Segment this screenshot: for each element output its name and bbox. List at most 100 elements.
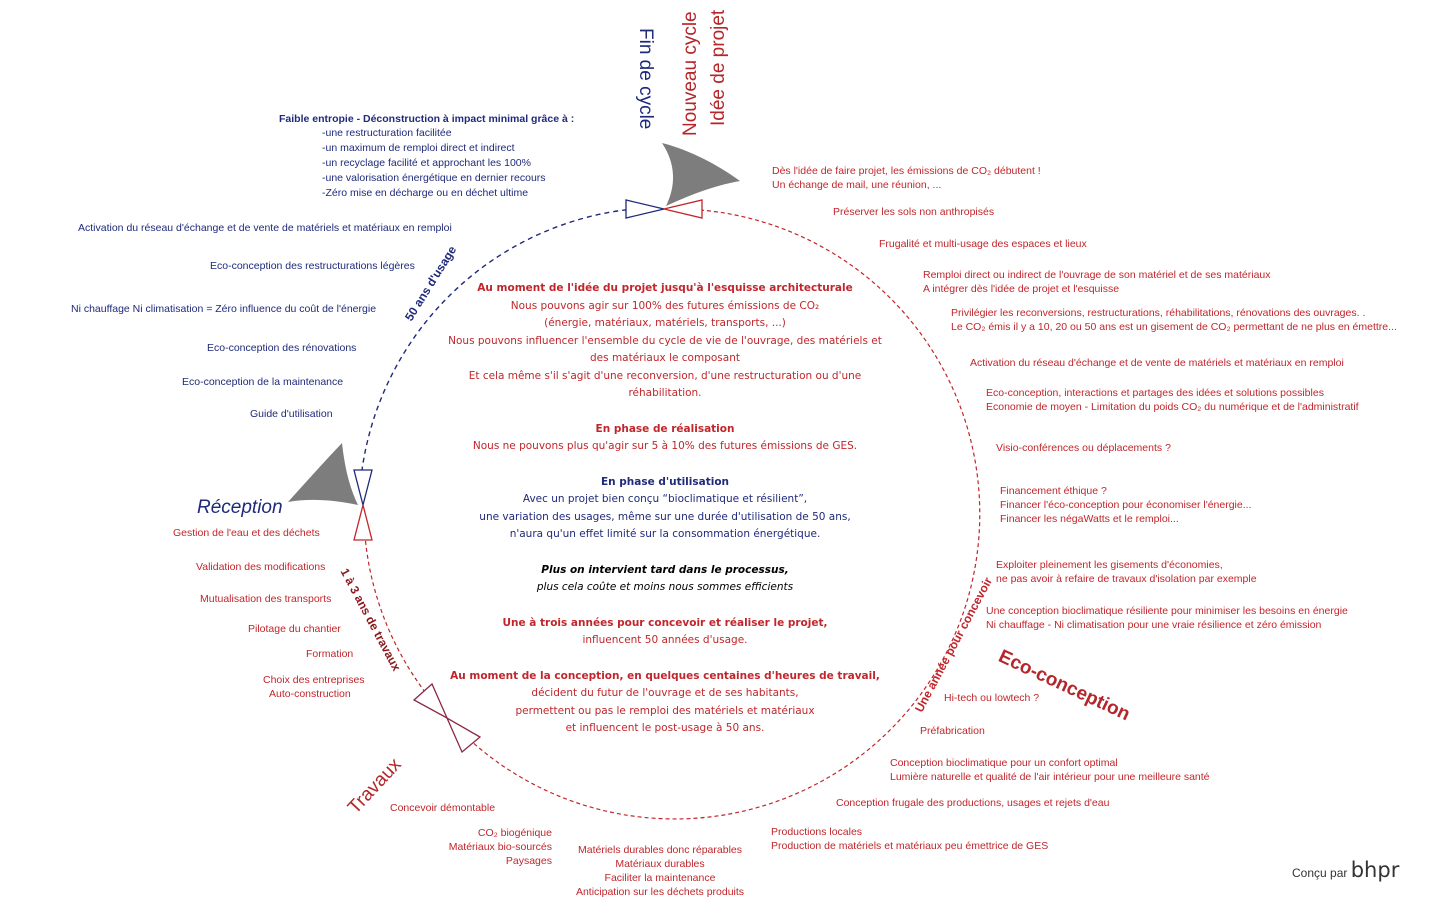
center-line: permettent ou pas le remploi des matérie…	[515, 704, 815, 717]
fin-cycle-item: -Zéro mise en décharge ou en déchet ulti…	[322, 187, 529, 199]
right-item-line: Ni chauffage - Ni climatisation pour une…	[986, 619, 1322, 631]
usage-item: Guide d'utilisation	[250, 408, 333, 420]
right-item-line: Exploiter pleinement les gisements d'éco…	[996, 559, 1223, 571]
bottom-item-line: Paysages	[505, 855, 552, 867]
right-item: Hi-tech ou lowtech ?	[944, 692, 1040, 704]
center-line: influencent 50 années d'usage.	[582, 634, 748, 646]
right-item-line: Privilégier les reconversions, restructu…	[951, 307, 1366, 319]
right-item-line: A intégrer dès l'idée de projet et l'esq…	[923, 283, 1120, 295]
right-item: Conception bioclimatique pour un confort…	[890, 756, 1210, 784]
bottom-item-line: Anticipation sur les déchets produits	[575, 886, 745, 898]
right-item-line: ne pas avoir à refaire de travaux d'isol…	[996, 573, 1257, 585]
right-item: Activation du réseau d'échange et de ven…	[970, 357, 1344, 369]
fin-cycle-heading: Faible entropie - Déconstruction à impac…	[279, 113, 575, 125]
center-line: (énergie, matériaux, matériels, transpor…	[544, 317, 786, 329]
right-item-line: Financement éthique ?	[1000, 485, 1107, 497]
right-item: Visio-conférences ou déplacements ?	[996, 442, 1171, 454]
center-heading-6: Au moment de la conception, en quelques …	[450, 669, 880, 682]
travaux-item: Gestion de l'eau et des déchets	[173, 527, 320, 539]
reception-marker-blue	[353, 469, 373, 506]
bottom-item-line: Matériaux bio-sourcés	[448, 841, 552, 853]
right-item-line: Eco-conception, interactions et partages…	[986, 387, 1324, 399]
idee-de-projet-title: Idée de projet	[708, 9, 729, 126]
right-item: Préfabrication	[920, 725, 985, 737]
top-marker-blue	[625, 199, 665, 219]
center-heading-2: En phase de réalisation	[595, 422, 735, 435]
fin-cycle-item: -une restructuration facilitée	[322, 127, 452, 139]
center-line: Nous pouvons influencer l'ensemble du cy…	[448, 334, 882, 347]
center-line: et influencent le post-usage à 50 ans.	[565, 722, 765, 734]
usage-item: Eco-conception des rénovations	[207, 342, 357, 354]
center-line: n'aura qu'un effet limité sur la consomm…	[509, 528, 821, 540]
bottom-item-line: Matériaux durables	[615, 858, 705, 870]
right-item-line: Economie de moyen - Limitation du poids …	[986, 401, 1359, 413]
right-item-line: Productions locales	[771, 826, 863, 838]
right-item-line: Lumière naturelle et qualité de l'air in…	[890, 771, 1210, 783]
bottom-item: CO₂ biogénique Matériaux bio-sourcés Pay…	[444, 826, 552, 868]
top-marker-red	[663, 199, 703, 219]
travaux-item: Formation	[306, 648, 354, 660]
right-item: Productions locales Production de matéri…	[771, 825, 1048, 853]
right-item: Eco-conception, interactions et partages…	[986, 386, 1359, 414]
center-line: Nous ne pouvons plus qu'agir sur 5 à 10%…	[472, 440, 858, 452]
right-item: Dès l'idée de faire projet, les émission…	[772, 164, 1041, 192]
right-item: Exploiter pleinement les gisements d'éco…	[996, 558, 1257, 586]
bottom-item: Concevoir démontable	[390, 802, 496, 814]
fin-cycle-item: -un recyclage facilité et approchant les…	[322, 157, 531, 169]
center-heading-4: Plus on intervient tard dans le processu…	[541, 563, 789, 576]
travaux-item: Auto-construction	[269, 688, 351, 700]
right-item-line: Financer l'éco-conception pour économise…	[1000, 499, 1252, 511]
right-item: Remploi direct ou indirect de l'ouvrage …	[923, 268, 1271, 296]
usage-item: Activation du réseau d'échange et de ven…	[78, 222, 452, 234]
reception-marker-red	[353, 504, 373, 541]
right-item-line: Financer les négaWatts et le remploi...	[1000, 513, 1179, 525]
right-item-line: Dès l'idée de faire projet, les émission…	[772, 165, 1041, 177]
center-line: Nous pouvons agir sur 100% des futures é…	[510, 299, 820, 312]
right-item: Une conception bioclimatique résiliente …	[986, 604, 1348, 632]
right-item-line: Un échange de mail, une réunion, ...	[772, 179, 942, 191]
usage-arc	[361, 207, 646, 471]
center-text: Au moment de l'idée du projet jusqu'à l'…	[445, 280, 885, 738]
bottom-item-line: Matériels durables donc réparables	[577, 844, 742, 856]
reception-title: Réception	[197, 497, 283, 518]
center-line: plus cela coûte et moins nous sommes eff…	[536, 581, 794, 593]
right-item: Privilégier les reconversions, restructu…	[951, 306, 1397, 334]
center-heading-5: Une à trois années pour concevoir et réa…	[502, 616, 828, 629]
right-item-line: Conception bioclimatique pour un confort…	[890, 757, 1118, 769]
travaux-marker-2	[445, 716, 482, 754]
center-line: réhabilitation.	[628, 387, 702, 399]
right-item: Financement éthique ? Financer l'éco-con…	[1000, 484, 1251, 526]
right-item: Frugalité et multi-usage des espaces et …	[879, 238, 1087, 250]
right-item-line: Une conception bioclimatique résiliente …	[986, 605, 1348, 617]
conception-arc	[469, 209, 981, 820]
top-fin-shape	[662, 143, 740, 206]
center-heading-1: Au moment de l'idée du projet jusqu'à l'…	[477, 282, 853, 294]
right-item-line: Le CO₂ émis il y a 10, 20 ou 50 ans est …	[951, 321, 1397, 333]
logo-name: bhpr	[1350, 858, 1400, 882]
center-line: décident du futur de l'ouvrage et de ses…	[531, 687, 799, 699]
bhpr-logo: Conçu par bhpr	[1292, 858, 1399, 882]
bottom-item-line: Faciliter la maintenance	[604, 872, 716, 884]
fin-cycle-item: -une valorisation énergétique en dernier…	[322, 172, 546, 184]
reception-fin-shape	[288, 443, 358, 505]
center-line: Et cela même s'il s'agit d'une reconvers…	[468, 369, 862, 382]
right-item: Conception frugale des productions, usag…	[836, 797, 1110, 809]
fin-de-cycle-title: Fin de cycle	[635, 28, 656, 130]
center-line: une variation des usages, même sur une d…	[479, 510, 851, 523]
fin-cycle-item: -un maximum de remploi direct et indirec…	[322, 142, 515, 154]
fin-cycle-list: -une restructuration facilitée -un maxim…	[322, 126, 546, 201]
nouveau-cycle-title: Nouveau cycle	[680, 11, 701, 136]
bottom-item-line: CO₂ biogénique	[477, 827, 552, 839]
right-item: Préserver les sols non anthropisés	[833, 206, 995, 218]
travaux-item: Mutualisation des transports	[200, 593, 332, 605]
usage-item: Eco-conception de la maintenance	[182, 376, 344, 388]
travaux-item: Choix des entreprises	[263, 674, 365, 686]
right-item-line: Production de matériels et matériaux peu…	[771, 840, 1049, 852]
usage-item: Ni chauffage Ni climatisation = Zéro inf…	[71, 303, 377, 315]
center-line: des matériaux le composant	[590, 352, 740, 364]
right-item-line: Remploi direct ou indirect de l'ouvrage …	[923, 269, 1271, 281]
center-line: Avec un projet bien conçu “bioclimatique…	[522, 493, 808, 505]
center-heading-3: En phase d'utilisation	[600, 475, 730, 488]
travaux-item: Validation des modifications	[196, 561, 326, 573]
